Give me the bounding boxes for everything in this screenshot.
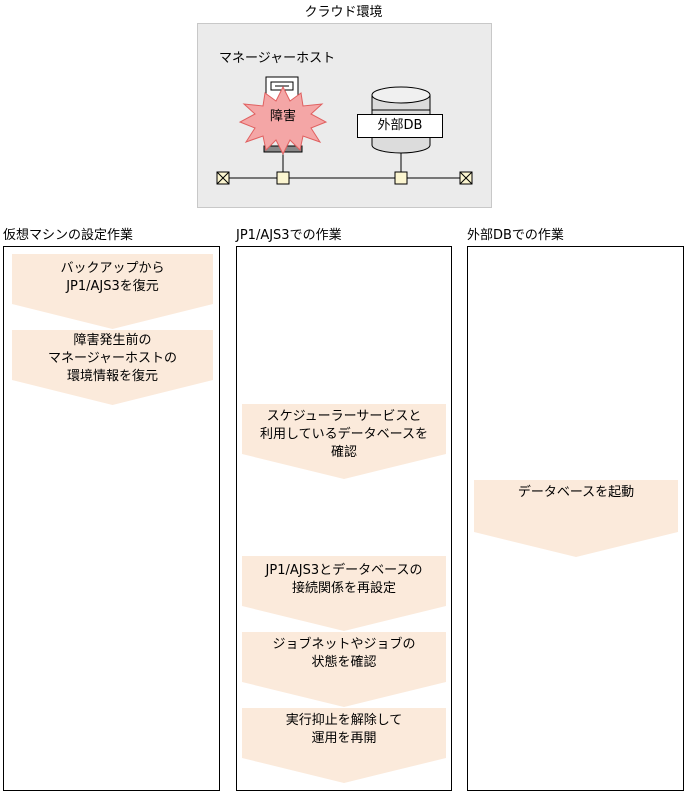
step-release-suppression: 実行抑止を解除して 運用を再開 [242, 708, 446, 783]
network-terminator-left-icon [216, 171, 230, 185]
lane-external-db [467, 246, 684, 791]
lane-virtual-machine [3, 246, 220, 791]
step-reset-connection: JP1/AJS3とデータベースの 接続関係を再設定 [242, 556, 446, 631]
step-label: バックアップから [60, 261, 165, 276]
step-label: JP1/AJS3を復元 [66, 279, 159, 294]
failure-burst-icon [238, 85, 328, 156]
step-label: 運用を再開 [311, 731, 377, 746]
step-restore-environment: 障害発生前の マネージャーホストの 環境情報を復元 [12, 330, 213, 405]
external-db-label: 外部DB [377, 118, 423, 133]
network-diagram [216, 76, 473, 185]
step-label: 確認 [330, 445, 357, 460]
step-label: 実行抑止を解除して [285, 713, 403, 728]
step-label: データベースを起動 [517, 485, 635, 500]
lane-header-jp1-ajs3: JP1/AJS3での作業 [236, 228, 342, 243]
cloud-environment-title: クラウド環境 [304, 5, 383, 20]
manager-host-label: マネージャーホスト [219, 51, 336, 66]
step-check-jobnet-status: ジョブネットやジョブの 状態を確認 [242, 632, 446, 707]
lane-jp1-ajs3 [236, 246, 452, 791]
step-restore-jp1-ajs3: バックアップから JP1/AJS3を復元 [12, 254, 213, 329]
failure-label: 障害 [269, 109, 296, 124]
step-label: スケジューラーサービスと [266, 409, 422, 424]
db-network-node-icon [394, 171, 408, 185]
step-label: 状態を確認 [311, 655, 377, 670]
step-label: 障害発生前の [73, 333, 152, 348]
step-check-scheduler-service: スケジューラーサービスと 利用しているデータベースを 確認 [242, 404, 446, 479]
step-label: マネージャーホストの [47, 351, 178, 366]
external-db-box [357, 114, 443, 138]
step-label: 環境情報を復元 [66, 369, 158, 384]
step-start-database: データベースを起動 [474, 480, 678, 557]
step-label: ジョブネットやジョブの [272, 637, 416, 652]
lane-header-external-db: 外部DBでの作業 [467, 228, 564, 243]
step-label: JP1/AJS3とデータベースの [265, 563, 423, 578]
lane-header-virtual-machine: 仮想マシンの設定作業 [3, 228, 134, 243]
network-terminator-right-icon [459, 171, 473, 185]
step-label: 利用しているデータベースを [260, 427, 428, 442]
step-label: 接続関係を再設定 [291, 581, 396, 596]
host-network-node-icon [276, 171, 290, 185]
